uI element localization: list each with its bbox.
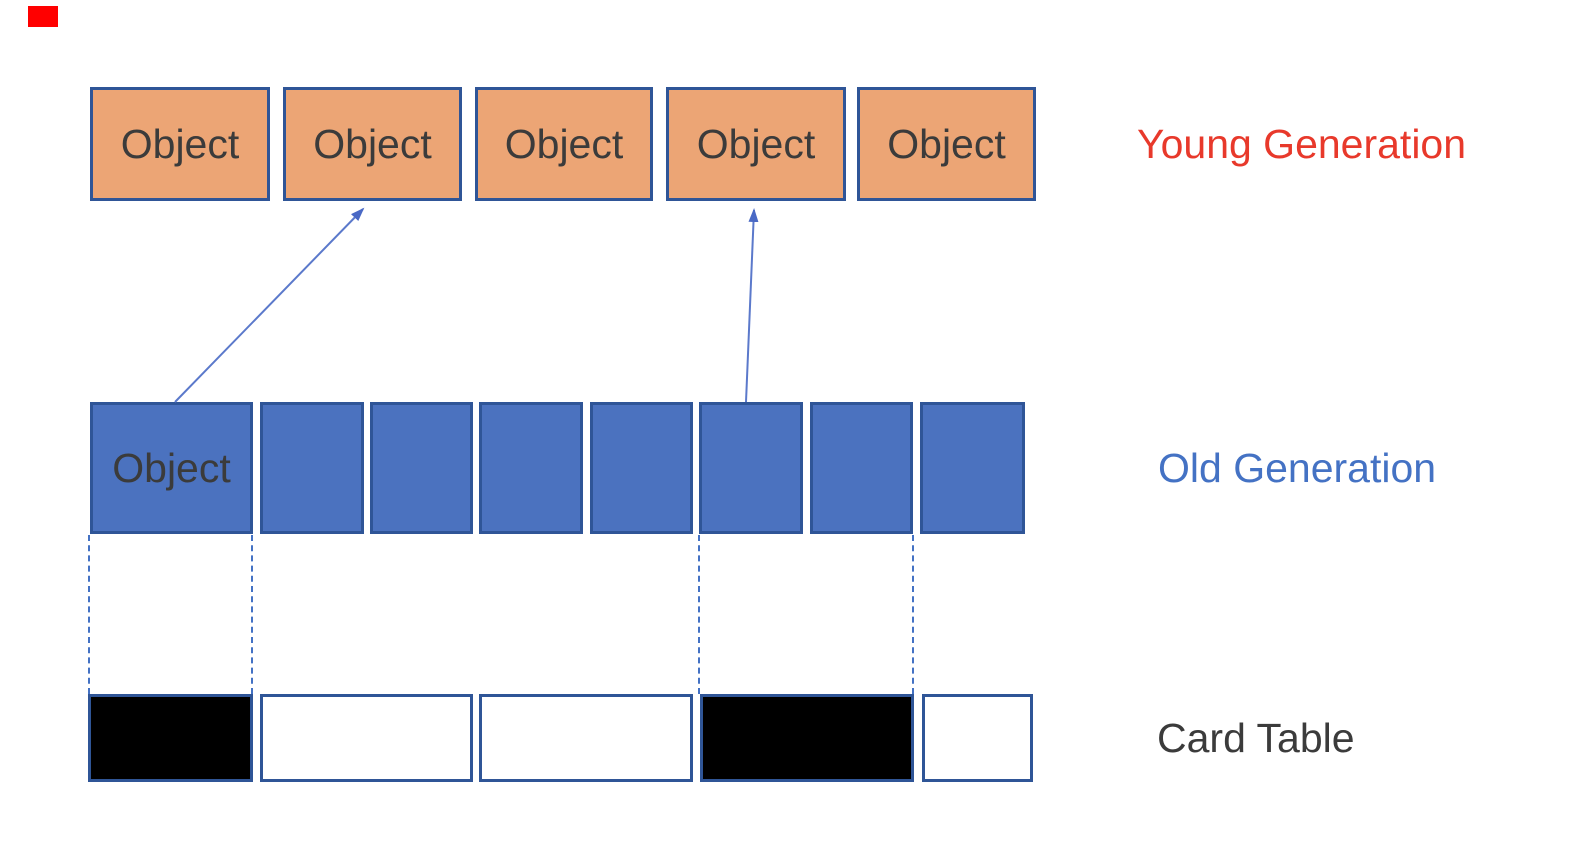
old-generation-box [260,402,364,534]
old-generation-box [590,402,693,534]
young-object-label: Object [504,120,624,167]
old-generation-box [370,402,473,534]
card-table-cell [479,694,693,782]
young-generation-box: Object [475,87,653,201]
card-table-cell [260,694,473,782]
young-generation-label: Young Generation [1137,121,1467,167]
young-object-label: Object [696,120,816,167]
young-generation-box: Object [666,87,846,201]
arrow-old-to-young-4 [745,208,759,403]
old-generation-box: Object [90,402,253,534]
card-table-label: Card Table [1157,715,1355,761]
red-marker [28,6,58,27]
young-generation-box: Object [283,87,462,201]
dashed-connector [251,535,253,694]
arrow-old-to-young-2 [174,207,365,403]
card-table-cell [922,694,1033,782]
card-table-cell [700,694,914,782]
young-object-label: Object [887,120,1006,167]
young-object-label: Object [120,120,240,167]
dashed-connector [912,535,914,694]
old-generation-label: Old Generation [1158,445,1437,491]
young-object-label: Object [313,120,432,167]
old-generation-box [920,402,1025,534]
young-generation-box: Object [857,87,1036,201]
dashed-connector [698,535,700,694]
young-generation-box: Object [90,87,270,201]
card-table-cell [88,694,253,782]
old-generation-box [699,402,803,534]
old-object-label: Object [112,444,231,491]
old-generation-box [479,402,583,534]
old-generation-box [810,402,913,534]
dashed-connector [88,535,90,694]
